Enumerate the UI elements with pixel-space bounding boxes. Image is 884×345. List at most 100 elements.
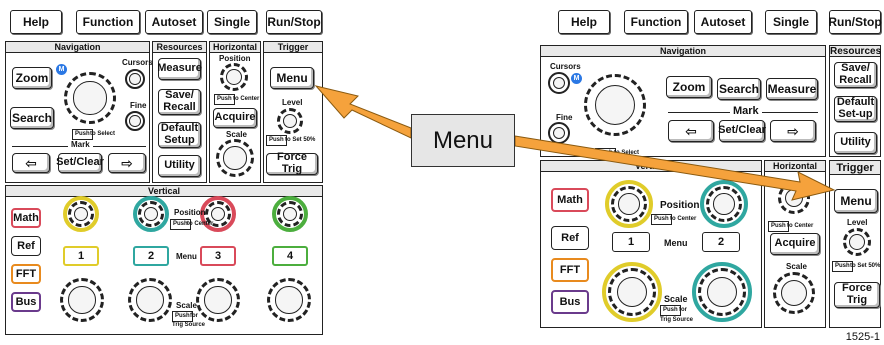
save-recall-button[interactable]: Save/ Recall bbox=[158, 89, 201, 115]
help-button[interactable]: Help bbox=[558, 10, 610, 34]
ch2-button[interactable]: 2 bbox=[133, 246, 169, 266]
scale-label: Scale bbox=[664, 294, 688, 304]
function-button[interactable]: Function bbox=[624, 10, 688, 34]
default-setup-button[interactable]: Default Set-up bbox=[834, 96, 877, 122]
ch2-position-knob[interactable] bbox=[706, 186, 742, 222]
right-arrow-icon: ⇨ bbox=[121, 154, 133, 171]
ch1-position-knob[interactable] bbox=[611, 186, 647, 222]
scale-label: Scale bbox=[176, 301, 197, 310]
utility-button[interactable]: Utility bbox=[834, 132, 877, 154]
run-stop-button[interactable]: Run/Stop bbox=[828, 10, 882, 34]
search-button[interactable]: Search bbox=[717, 78, 761, 100]
ch2-color-ring bbox=[133, 196, 169, 232]
navigation-title: Navigation bbox=[541, 46, 825, 57]
multipurpose-knob[interactable] bbox=[64, 72, 116, 124]
cursors-button[interactable] bbox=[125, 69, 145, 89]
force-trig-button[interactable]: Force Trig bbox=[266, 152, 318, 175]
measure-button[interactable]: Measure bbox=[766, 78, 818, 100]
next-mark-button[interactable]: ⇨ bbox=[108, 153, 146, 173]
horizontal-scale-knob[interactable] bbox=[773, 272, 815, 314]
measure-button[interactable]: Measure bbox=[157, 58, 202, 80]
vertical-title: Vertical bbox=[6, 186, 322, 197]
ch4-position-knob[interactable] bbox=[277, 201, 303, 227]
push-to-set-50-label: to Set 50% bbox=[850, 263, 881, 269]
trigger-menu-button[interactable]: Menu bbox=[834, 189, 878, 213]
search-button[interactable]: Search bbox=[10, 107, 54, 129]
trigger-level-knob[interactable] bbox=[843, 228, 871, 256]
set-clear-button[interactable]: Set/Clear bbox=[718, 120, 766, 142]
fine-button[interactable] bbox=[125, 111, 145, 131]
ch4-button[interactable]: 4 bbox=[272, 246, 308, 266]
trig-source-label: Trig Source bbox=[660, 317, 694, 323]
single-button[interactable]: Single bbox=[765, 10, 817, 34]
math-button[interactable]: Math bbox=[11, 208, 41, 228]
multipurpose-knob[interactable] bbox=[584, 74, 646, 136]
ch2-position-knob[interactable] bbox=[138, 201, 164, 227]
menu-label: Menu bbox=[176, 252, 197, 261]
ref-button[interactable]: Ref bbox=[551, 226, 589, 250]
run-stop-button[interactable]: Run/Stop bbox=[266, 10, 322, 34]
ch1-position-knob[interactable] bbox=[68, 201, 94, 227]
default-setup-button[interactable]: Default Setup bbox=[158, 122, 201, 148]
push-to-center-label: to Center bbox=[187, 221, 214, 227]
trigger-menu-button[interactable]: Menu bbox=[270, 67, 314, 89]
ch2-button[interactable]: 2 bbox=[702, 232, 740, 252]
ch3-button[interactable]: 3 bbox=[200, 246, 236, 266]
menu-label: Menu bbox=[664, 238, 688, 248]
scale-label: Scale bbox=[786, 262, 807, 271]
acquire-button[interactable]: Acquire bbox=[770, 233, 820, 255]
ch1-button[interactable]: 1 bbox=[63, 246, 99, 266]
resources-title: Resources bbox=[830, 46, 882, 57]
ch2-scale-knob[interactable] bbox=[698, 268, 746, 316]
bus-button[interactable]: Bus bbox=[11, 292, 41, 312]
trigger-title: Trigger bbox=[264, 42, 322, 53]
push-to-set-50-label: to Set 50% bbox=[285, 137, 316, 143]
math-button[interactable]: Math bbox=[551, 188, 589, 212]
prev-mark-button[interactable]: ⇦ bbox=[668, 120, 714, 142]
ch4-scale-knob[interactable] bbox=[267, 278, 311, 322]
zoom-button[interactable]: Zoom bbox=[666, 76, 712, 98]
ch1-button[interactable]: 1 bbox=[612, 232, 650, 252]
single-button[interactable]: Single bbox=[207, 10, 257, 34]
left-arrow-icon: ⇦ bbox=[25, 154, 37, 171]
ch1-scale-knob[interactable] bbox=[60, 278, 104, 322]
ch4-color-ring bbox=[272, 196, 308, 232]
force-trig-button[interactable]: Force Trig bbox=[834, 282, 880, 308]
ch2-scale-knob[interactable] bbox=[128, 278, 172, 322]
help-button[interactable]: Help bbox=[10, 10, 62, 34]
ch1-color-ring bbox=[63, 196, 99, 232]
push-label: Push bbox=[660, 305, 681, 316]
ref-button[interactable]: Ref bbox=[11, 236, 41, 256]
horizontal-scale-knob[interactable] bbox=[216, 139, 254, 177]
horizontal-position-knob[interactable] bbox=[220, 63, 248, 91]
bus-button[interactable]: Bus bbox=[551, 290, 589, 314]
push-to-select-label: to Select bbox=[90, 131, 116, 137]
acquire-button[interactable]: Acquire bbox=[213, 108, 257, 128]
cursors-button[interactable] bbox=[548, 72, 570, 94]
trigger-level-knob[interactable] bbox=[277, 108, 303, 134]
autoset-button[interactable]: Autoset bbox=[145, 10, 203, 34]
ch1-scale-knob[interactable] bbox=[608, 268, 656, 316]
push-for-label: for bbox=[679, 307, 687, 313]
fft-button[interactable]: FFT bbox=[551, 258, 589, 282]
next-mark-button[interactable]: ⇨ bbox=[770, 120, 816, 142]
push-for-label: for bbox=[190, 313, 198, 319]
set-clear-button[interactable]: Set/Clear bbox=[56, 153, 104, 173]
ch1-color-ring bbox=[605, 180, 653, 228]
fft-button[interactable]: FFT bbox=[11, 264, 41, 284]
level-label: Level bbox=[847, 218, 868, 227]
trig-source-label: Trig Source bbox=[172, 322, 206, 328]
push-label: Push bbox=[832, 261, 853, 272]
prev-mark-button[interactable]: ⇦ bbox=[12, 153, 50, 173]
save-recall-button[interactable]: Save/ Recall bbox=[834, 62, 877, 88]
scale-label: Scale bbox=[226, 130, 247, 139]
ch3-position-knob[interactable] bbox=[205, 201, 231, 227]
zoom-button[interactable]: Zoom bbox=[12, 67, 52, 89]
autoset-button[interactable]: Autoset bbox=[694, 10, 752, 34]
push-label: Push bbox=[768, 221, 789, 232]
position-label: Position bbox=[174, 208, 206, 217]
ch3-scale-knob[interactable] bbox=[196, 278, 240, 322]
utility-button[interactable]: Utility bbox=[158, 155, 201, 177]
function-button[interactable]: Function bbox=[76, 10, 140, 34]
